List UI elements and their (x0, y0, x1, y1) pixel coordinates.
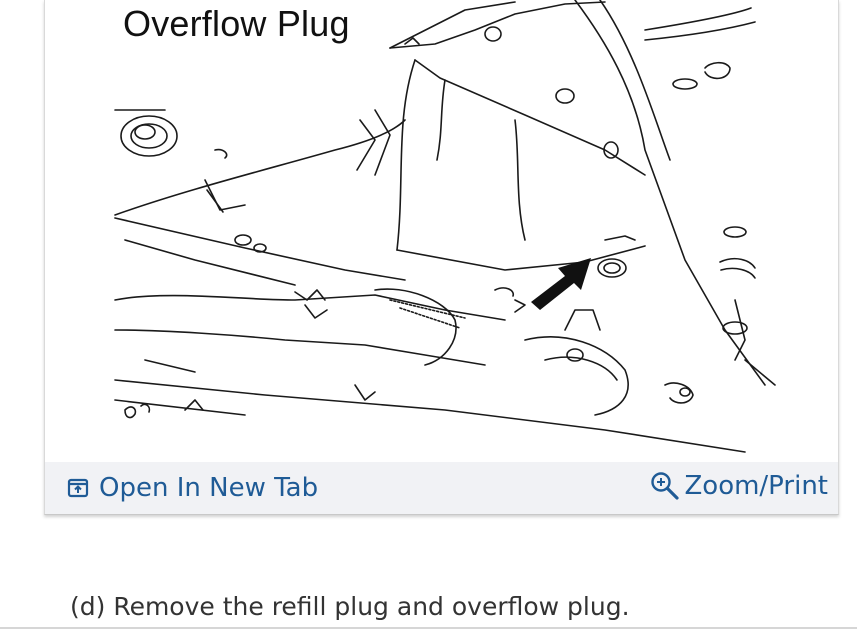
open-in-new-tab-label: Open In New Tab (99, 473, 319, 503)
open-in-new-tab-link[interactable]: Open In New Tab (67, 470, 318, 506)
zoom-print-label: Zoom/Print (684, 471, 828, 501)
figure-card: Overflow Plug Open In New Tab Zoom/Print (44, 0, 839, 515)
underbody-diagram (114, 0, 776, 453)
zoom-print-link[interactable]: Zoom/Print (650, 466, 828, 506)
procedure-step-text: (d) Remove the refill plug and overflow … (70, 592, 630, 621)
figure-toolbar: Open In New Tab Zoom/Print (45, 462, 838, 514)
pointer-arrow-icon (531, 258, 591, 310)
open-new-tab-icon (67, 478, 89, 498)
diagram-title: Overflow Plug (123, 3, 350, 44)
divider (0, 627, 857, 629)
diagram-image: Overflow Plug (45, 0, 838, 462)
zoom-in-icon (651, 472, 680, 500)
